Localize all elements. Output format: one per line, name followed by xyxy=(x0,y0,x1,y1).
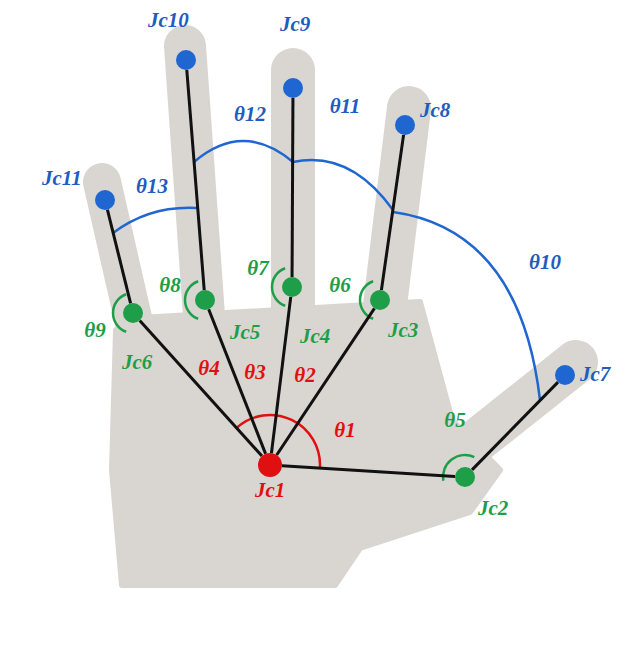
angle-label-holder: θ1 xyxy=(334,420,355,441)
angle-label: θ3 xyxy=(244,362,265,383)
ring-finger xyxy=(185,46,205,330)
angle-label: θ2 xyxy=(294,365,315,386)
joint-dot: Jc7 xyxy=(555,365,575,385)
joint-label: Jc2 xyxy=(478,498,508,519)
angle-label: θ6 xyxy=(329,275,350,296)
joint-label: Jc6 xyxy=(122,352,152,373)
bone-line xyxy=(282,466,455,477)
angle-label-holder: θ9 xyxy=(84,320,105,341)
bone-line xyxy=(209,309,266,454)
bone-line xyxy=(187,70,204,290)
joint-label: Jc11 xyxy=(42,168,82,189)
angle-label: θ13 xyxy=(136,176,168,197)
angle-label: θ7 xyxy=(247,258,268,279)
joint-dot: Jc10 xyxy=(176,50,196,70)
joint-dot: Jc8 xyxy=(395,115,415,135)
angle-label-holder: θ11 xyxy=(330,96,361,117)
joint-dot: Jc9 xyxy=(283,78,303,98)
angle-label: θ4 xyxy=(198,358,219,379)
joint-label: Jc3 xyxy=(388,320,418,341)
finger-spread-arc xyxy=(194,141,293,162)
angle-arcs xyxy=(113,141,540,481)
angle-label: θ9 xyxy=(84,320,105,341)
joint-dot: Jc11 xyxy=(95,190,115,210)
angle-label: θ12 xyxy=(234,104,266,125)
joint-dot: Jc1 xyxy=(258,453,282,477)
bone-line xyxy=(277,308,375,455)
joint-dot: Jc5 xyxy=(195,290,215,310)
angle-label-holder: θ6 xyxy=(329,275,350,296)
angle-label-holder: θ4 xyxy=(198,358,219,379)
hand-shape xyxy=(102,46,576,585)
angle-label-holder: θ2 xyxy=(294,365,315,386)
joint-dot: Jc6 xyxy=(123,303,143,323)
finger-spread-arc xyxy=(393,212,540,400)
joint-label: Jc5 xyxy=(230,322,260,343)
angle-label-holder: θ5 xyxy=(444,410,465,431)
middle-finger xyxy=(271,70,315,320)
angle-label-holder: θ3 xyxy=(244,362,265,383)
joint-label: Jc7 xyxy=(580,364,610,385)
joint-dot: Jc2 xyxy=(455,467,475,487)
angle-label-holder: θ8 xyxy=(159,275,180,296)
finger-spread-arc xyxy=(113,208,198,233)
bone-line xyxy=(472,382,558,470)
joint-label: Jc1 xyxy=(255,480,285,501)
angle-label-holder: θ7 xyxy=(247,258,268,279)
joint-dot: Jc3 xyxy=(370,290,390,310)
joint-label: Jc9 xyxy=(280,14,310,35)
joint-label: Jc8 xyxy=(420,100,450,121)
joint-label: Jc4 xyxy=(300,326,330,347)
angle-label-holder: θ10 xyxy=(529,252,561,273)
angle-label: θ10 xyxy=(529,252,561,273)
angle-label-holder: θ13 xyxy=(136,176,168,197)
bone-line xyxy=(271,297,290,453)
angle-label: θ8 xyxy=(159,275,180,296)
finger-spread-arc xyxy=(293,160,393,210)
joint-dot: Jc4 xyxy=(282,277,302,297)
angle-label: θ1 xyxy=(334,420,355,441)
angle-label-holder: θ12 xyxy=(234,104,266,125)
angle-label: θ5 xyxy=(444,410,465,431)
bone-line xyxy=(291,98,295,277)
bone-line xyxy=(140,320,262,456)
bone-line xyxy=(107,210,130,304)
joint-label: Jc10 xyxy=(148,10,189,31)
bone-line xyxy=(381,135,403,290)
angle-label: θ11 xyxy=(330,96,361,117)
